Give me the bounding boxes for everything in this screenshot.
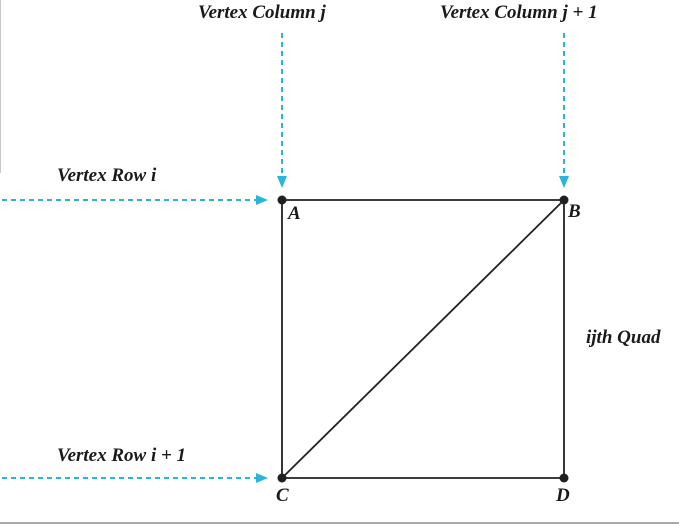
label-vertex-column-j1: Vertex Column j + 1 — [440, 2, 598, 23]
vertex-label-d: D — [556, 485, 570, 506]
bottom-divider — [0, 522, 679, 524]
vertex-label-b: B — [568, 201, 581, 222]
label-vertex-row-i: Vertex Row i — [57, 165, 157, 186]
vertex-label-c: C — [276, 485, 289, 506]
label-ijth-quad: ijth Quad — [586, 327, 661, 348]
vertex-label-a: A — [288, 203, 301, 224]
vertex-dot-d — [559, 473, 569, 483]
vertex-dot-a — [277, 195, 287, 205]
vertex-dot-b — [559, 195, 569, 205]
vertex-dot-c — [277, 473, 287, 483]
label-vertex-column-j: Vertex Column j — [198, 2, 326, 23]
label-vertex-row-i1: Vertex Row i + 1 — [57, 445, 187, 466]
quad-diagonal-cb — [281, 199, 565, 479]
left-figure-edge — [0, 0, 1, 173]
